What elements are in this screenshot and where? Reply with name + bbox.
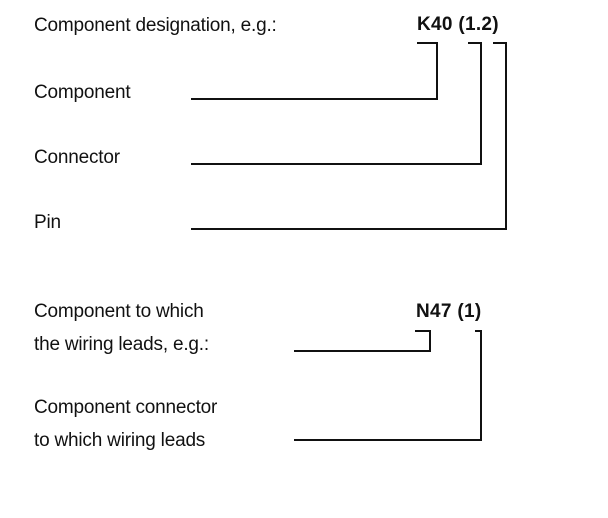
label-target-connector-line2: to which wiring leads xyxy=(34,430,206,451)
code-n47: N47 (1) xyxy=(416,301,482,322)
label-component: Component xyxy=(34,82,131,103)
bracket-connector xyxy=(468,42,482,165)
label-target-connector-line1: Component connector xyxy=(34,397,218,418)
heading-target-line1: Component to which xyxy=(34,301,204,322)
heading-target-line2: the wiring leads, e.g.: xyxy=(34,334,209,355)
bracket-target-connector xyxy=(475,330,482,441)
label-pin: Pin xyxy=(34,212,61,233)
bracket-component xyxy=(417,42,438,100)
label-connector: Connector xyxy=(34,147,120,168)
bracket-pin xyxy=(493,42,507,230)
code-k40: K40 (1.2) xyxy=(417,14,499,35)
bracket-target-component xyxy=(415,330,431,352)
heading-component-designation: Component designation, e.g.: xyxy=(34,15,277,36)
